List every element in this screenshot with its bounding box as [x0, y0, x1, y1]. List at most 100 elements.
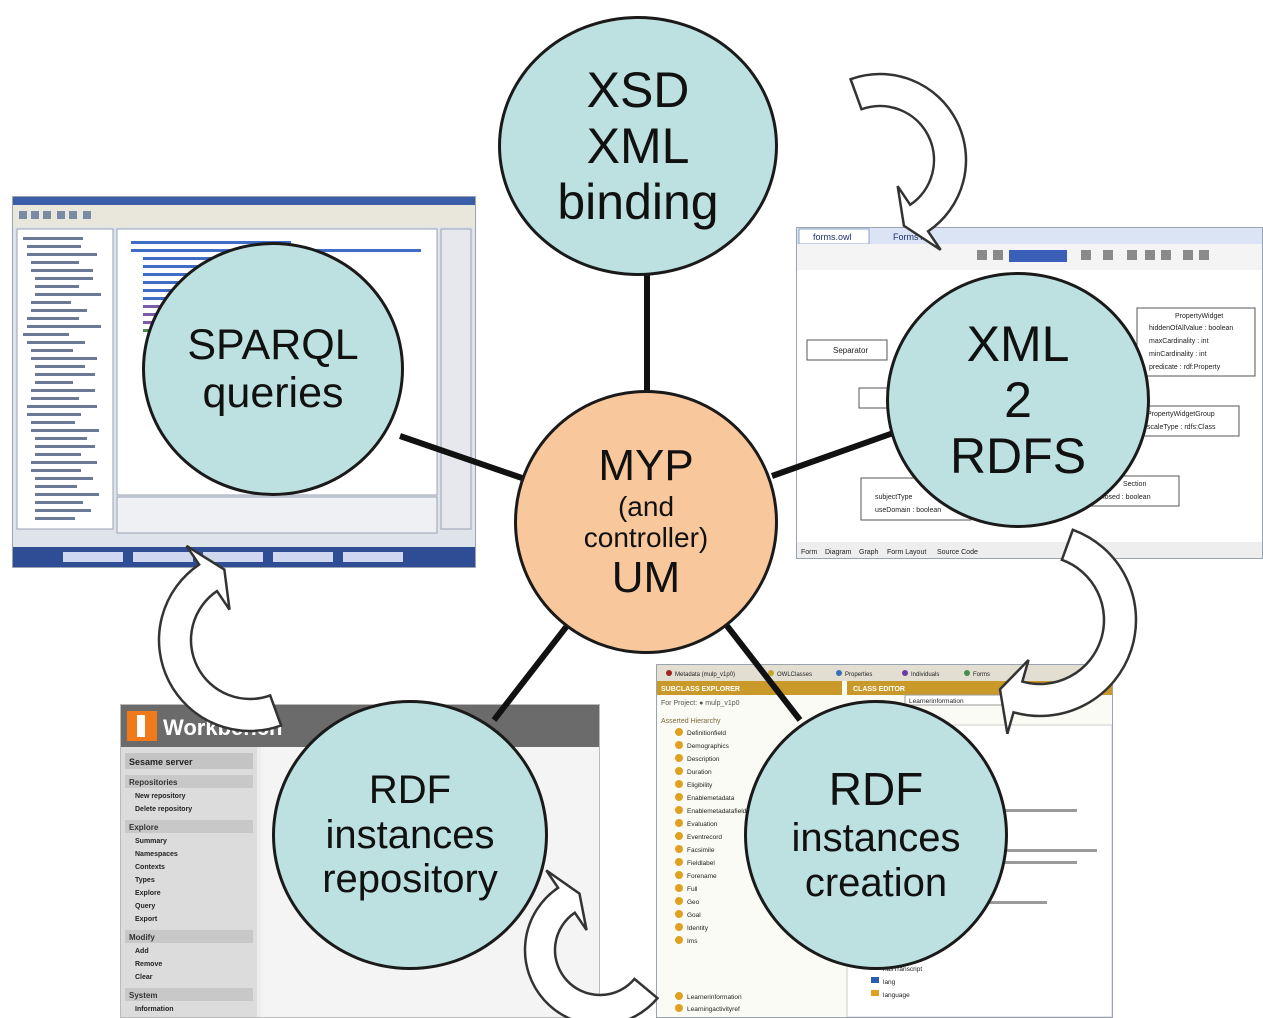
workbench-menu-item: Query [135, 903, 155, 910]
forms-bottom-tab-graph: Graph [859, 549, 879, 556]
class-bullet-icon [675, 780, 683, 788]
arrow-creation-to-repository [523, 869, 660, 1018]
class-bullet-icon [675, 992, 683, 1000]
arrow-repository-to-sparql [157, 544, 283, 733]
protege-property-item: language [883, 992, 910, 999]
protege-selected-class: Learnerinformation [909, 698, 964, 705]
node-rdf-instances-repository: RDF instances repository [272, 700, 548, 970]
spoke-rdf-creation [721, 620, 803, 722]
protege-class-item: Enablemetadatafield [687, 808, 747, 815]
forms-attr-4: predicate : rdf:Property [1149, 364, 1221, 371]
protege-class-item: Fieldlabel [687, 860, 715, 867]
workbench-menu-item: Summary [135, 838, 167, 845]
node-xsd-xml-binding: XSD XML binding [498, 16, 778, 276]
protege-class-item: Facsimile [687, 847, 715, 854]
forms-attr-7: useDomain : boolean [875, 507, 941, 514]
protege-project: For Project: ● mulp_v1p0 [661, 700, 740, 707]
forms-bottom-tab-layout: Form Layout [887, 549, 926, 556]
workbench-menu-item: Export [135, 916, 158, 923]
class-bullet-icon [675, 1004, 683, 1012]
center-line-2: (and [617, 490, 675, 522]
protege-class-item: Ims [687, 938, 698, 945]
creation-line-2: instances [791, 815, 961, 860]
workbench-section-title: Explore [129, 823, 159, 832]
workbench-menu-item: Delete repository [135, 806, 192, 813]
repo-line-3: repository [322, 857, 498, 902]
workbench-menu-item: Namespaces [135, 851, 178, 858]
forms-bottom-tab-diagram: Diagram [825, 549, 852, 556]
spoke-xml2rdfs [770, 429, 898, 479]
protege-class-item: Demographics [687, 743, 730, 750]
class-bullet-icon [675, 858, 683, 866]
node-rdf-instances-creation: RDF instances creation [744, 700, 1008, 970]
class-bullet-icon [675, 871, 683, 879]
xml2rdfs-line-3: RDFS [949, 428, 1087, 484]
workbench-menu-item: Contexts [135, 864, 165, 871]
forms-attr-3: minCardinality : int [1149, 351, 1207, 358]
class-bullet-icon [675, 845, 683, 853]
protege-class-item: Enablemetadata [687, 795, 735, 802]
repo-line-1: RDF [368, 767, 452, 812]
arrow-xsd-to-xml2rdfs [848, 72, 968, 251]
forms-box-group: PropertyWidgetGroup [1147, 411, 1215, 418]
protege-class-item: Eligibility [687, 782, 713, 789]
xml2rdfs-line-1: XML [966, 316, 1070, 372]
workbench-menu-item: Explore [135, 890, 161, 897]
workbench-menu-item: New repository [135, 793, 186, 800]
forms-attr-2: maxCardinality : int [1149, 338, 1209, 345]
center-line-3: controller) [583, 522, 709, 553]
protege-right-header: CLASS EDITOR [853, 686, 905, 693]
protege-class-item: Description [687, 756, 720, 763]
protege-class-item: Duration [687, 769, 712, 776]
class-bullet-icon [675, 728, 683, 736]
xsd-line-3: binding [557, 174, 719, 230]
arrow-xml2rdfs-to-creation [998, 528, 1138, 735]
class-bullet-icon [675, 819, 683, 827]
workbench-server: Sesame server [129, 757, 193, 767]
protege-class-item: Eventrecord [687, 834, 722, 841]
spoke-sparql [399, 433, 523, 481]
protege-tab: Properties [845, 672, 872, 678]
protege-class-item: Full [687, 886, 698, 893]
class-bullet-icon [675, 767, 683, 775]
forms-box-separator: Separator [833, 346, 868, 355]
node-center-myp-um: MYP (and controller) UM [514, 390, 778, 654]
protege-class-item: Definitionfield [687, 730, 726, 737]
workbench-section-title: Repositories [129, 778, 178, 787]
sparql-line-1: SPARQL [187, 320, 359, 369]
protege-class-item: Geo [687, 899, 700, 906]
protege-tab: Individuals [911, 672, 939, 678]
protege-class-item: Learnerinformation [687, 994, 742, 1001]
class-bullet-icon [675, 832, 683, 840]
workbench-menu-item: Types [135, 877, 155, 884]
forms-box-section: Section [1123, 481, 1146, 488]
xml2rdfs-line-2: 2 [1004, 372, 1032, 428]
forms-box-propertywidget: PropertyWidget [1175, 313, 1223, 320]
repo-line-2: instances [325, 812, 495, 857]
protege-left-header: SUBCLASS EXPLORER [661, 686, 740, 693]
workbench-menu-item: Clear [135, 974, 153, 981]
protege-property-item: lang [883, 979, 896, 986]
protege-class-item: Forename [687, 873, 717, 880]
class-bullet-icon [675, 923, 683, 931]
protege-class-item: Evaluation [687, 821, 718, 828]
class-bullet-icon [675, 884, 683, 892]
forms-attr-8: isClosed : boolean [1093, 494, 1151, 501]
protege-hierarchy: Asserted Hierarchy [661, 718, 721, 725]
protege-class-item: Identity [687, 925, 709, 932]
spoke-rdf-repository [491, 620, 573, 722]
class-bullet-icon [675, 793, 683, 801]
forms-tab-2: FormsTe [893, 232, 928, 242]
workbench-menu-item: Add [135, 948, 149, 955]
protege-tab: OWLClasses [777, 672, 812, 678]
protege-class-item: Goal [687, 912, 701, 919]
forms-attr-6: subjectType [875, 494, 912, 501]
class-bullet-icon [675, 897, 683, 905]
forms-bottom-tab-form: Form [801, 549, 818, 556]
forms-tab-1: forms.owl [813, 232, 852, 242]
protege-class-item: Learningactivityref [687, 1006, 740, 1013]
node-sparql-queries: SPARQL queries [142, 242, 404, 496]
class-bullet-icon [675, 910, 683, 918]
